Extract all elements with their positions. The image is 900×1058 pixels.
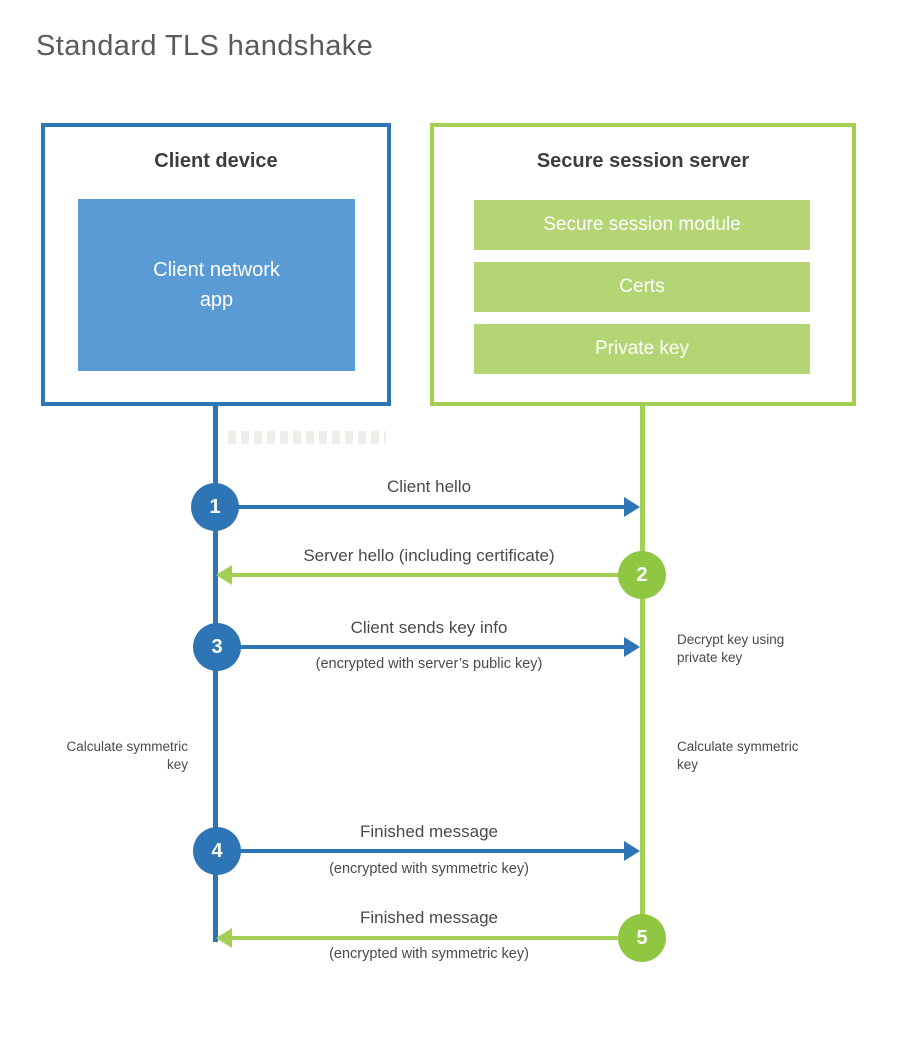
step-3-badge: 3 (193, 623, 241, 671)
step-2-label: Server hello (including certificate) (303, 546, 555, 565)
secure-session-server-title: Secure session server (536, 150, 750, 172)
step-5-sublabel: (encrypted with symmetric key) (329, 946, 529, 962)
step-4-sublabel: (encrypted with symmetric key) (329, 861, 529, 877)
faint-dashed-artifact (228, 431, 386, 444)
step-1-arrow-line (215, 505, 626, 509)
secure-session-server-box: Secure session server Secure session mod… (430, 123, 856, 406)
step-2-badge: 2 (618, 551, 666, 599)
arrow-right-icon (624, 637, 640, 657)
step-4-arrow-line (217, 849, 626, 853)
step-5-badge: 5 (618, 914, 666, 962)
server-lifeline (640, 405, 645, 942)
step-1-badge: 1 (191, 483, 239, 531)
arrow-right-icon (624, 497, 640, 517)
secure-session-module-block: Secure session module (474, 200, 810, 250)
client-device-title: Client device (154, 150, 278, 172)
step-5-label: Finished message (360, 908, 498, 927)
arrow-right-icon (624, 841, 640, 861)
certs-block: Certs (474, 262, 810, 312)
calculate-symmetric-key-note-server: Calculate symmetric key (677, 739, 799, 773)
step-4-label: Finished message (360, 822, 498, 841)
client-network-app-label: Client network app (153, 259, 280, 311)
page-title: Standard TLS handshake (36, 30, 374, 62)
step-3-label: Client sends key info (350, 618, 508, 637)
client-device-box: Client device Client network app (41, 123, 391, 406)
decrypt-key-note: Decrypt key using private key (677, 632, 785, 666)
step-4-badge: 4 (193, 827, 241, 875)
step-2-arrow-line (230, 573, 642, 577)
step-1-label: Client hello (386, 477, 472, 496)
client-network-app-block: Client network app (78, 199, 355, 371)
calculate-symmetric-key-note-client: Calculate symmetric key (66, 739, 188, 773)
arrow-left-icon (216, 928, 232, 948)
step-3-sublabel: (encrypted with server’s public key) (315, 656, 543, 672)
private-key-block: Private key (474, 324, 810, 374)
arrow-left-icon (216, 565, 232, 585)
client-lifeline (213, 405, 218, 942)
step-5-arrow-line (230, 936, 642, 940)
step-3-arrow-line (217, 645, 626, 649)
